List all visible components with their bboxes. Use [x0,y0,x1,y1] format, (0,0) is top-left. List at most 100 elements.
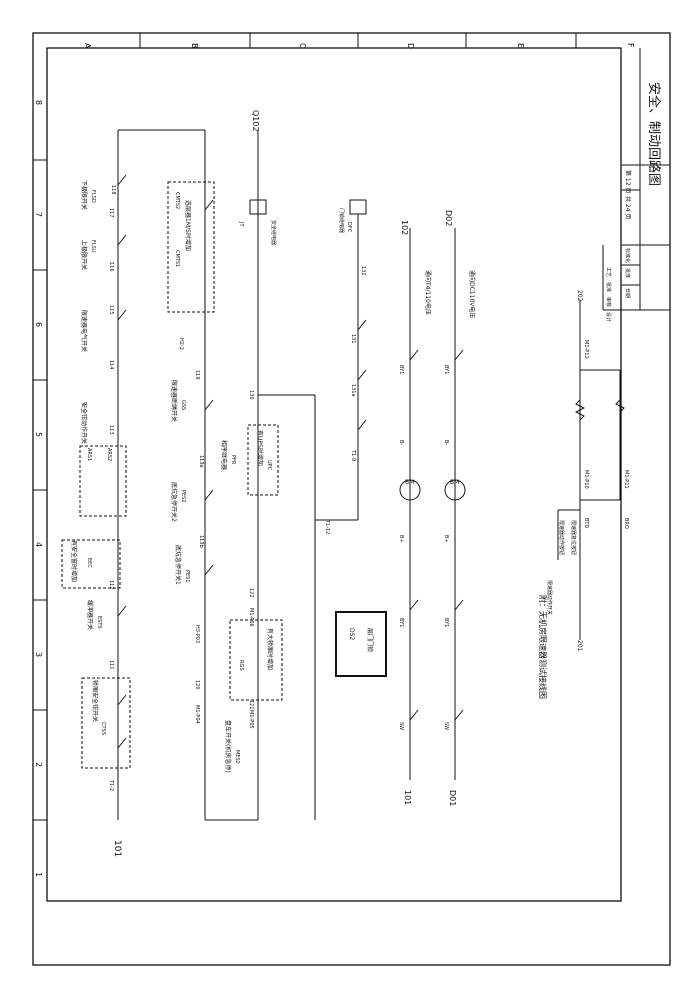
cmts2-code: CMTS2 [174,192,180,209]
middle-bus-switches [204,199,214,576]
connector-m1-p05: M1-P05 [248,710,254,729]
lsu-label: 上极限开关 [80,240,88,270]
brake-by1-top-1: BY1 [398,365,404,374]
dfc-label: 门锁继电器 [338,208,345,233]
pes2-code: PES2 [180,490,186,503]
eec-label: 有安全窗时增加 [70,540,78,582]
brake-motor-1: BM [405,479,414,486]
wire-120: 120 [194,680,200,690]
connector-h3-p03: H3-P03 [194,625,200,643]
wire-118: 118 [110,185,116,195]
zone-8: 8 [34,100,43,105]
wire-130: 130 [248,390,254,400]
ups-code: UPC [266,460,272,471]
tb-standard: 标准化 [624,248,631,263]
terminal-202: 202 [576,290,583,302]
wire-122: 122 [248,588,254,598]
cmts1-code: CMTS1 [174,250,180,267]
jt-code: JT [238,221,244,227]
brake-note-dc: 通向DC110V电压 [468,270,476,318]
eec-box [61,539,121,589]
note-title: 附：无机房限速器测试接线图 [538,595,548,699]
zone-f: F [626,43,635,48]
ars2-code: ARS2 [106,448,112,461]
brake-note-t4: 通向T4/110电压 [424,270,432,315]
lsd-code: FLSD [90,190,96,203]
terminal-101: 101 [112,840,122,857]
terminal-d01: D01 [448,790,457,806]
terminal-102: 102 [400,220,409,235]
brake-by1-bot-2: BY1 [443,618,449,627]
bro-label: 限速器复位按钮 [570,520,577,555]
terminal-101-right: 101 [403,790,412,805]
ests-code: ESTS [96,616,102,629]
wire-119b: 119b [198,535,204,548]
wire-119a: 119a [198,455,204,468]
drawing-title: 安全、制动回路图 [646,82,662,186]
ctss-label: 轿厢安全钳开关 [91,680,99,722]
terminal-d02: D02 [444,210,453,226]
dfc-relay-coil [349,199,367,215]
wire-131: 131 [350,334,356,344]
dfc-code: DFC [346,222,352,233]
wire-121: 121 [248,700,254,710]
ups-label: 有UPS时增加 [256,430,264,466]
rgs-label: 有大轿厢时增加 [266,628,274,670]
zone-1: 1 [34,872,43,877]
tb-review: 审核 [605,297,612,307]
tb-process: 工艺 [605,267,611,277]
wire-111: 111 [108,660,114,670]
mes-label: 盘车开关(机房急停) [224,720,232,773]
left-bus-switches [117,174,127,749]
brake-motor-2: BM [450,479,459,486]
flsd-label: 限速器电气开关 [80,310,88,352]
zone-6: 6 [34,322,43,327]
brake-by1-top-2: BY1 [443,365,449,374]
right-bus [258,394,316,820]
zone-e: E [516,43,525,48]
connector-t1-9: T1-9 [350,449,356,461]
jt-relay-coil [249,199,267,215]
cmts-box [167,181,215,313]
brake-bn-1: B- [398,440,404,445]
tester-circuit [557,300,625,640]
ars1-code: ARS1 [86,448,92,461]
zone-2: 2 [34,762,43,767]
zone-4: 4 [34,542,43,547]
rgs-box [229,619,283,701]
eec-code: EEC [86,558,92,568]
left-zone-labels: 8 7 6 5 4 3 2 1 [33,100,47,877]
pes1-code: PES1 [184,570,190,583]
wire-113: 113 [108,425,114,435]
pfr-code: PFR [230,455,236,465]
zone-3: 3 [34,652,43,657]
sheet-number: 第 12 页 [624,170,632,193]
zone-b: B [190,43,199,49]
lsu-code: FLSU [90,240,96,253]
brake-by1-bot-1: BY1 [398,618,404,627]
ups-box [247,424,279,496]
connector-m1-p04: M1-P04 [194,705,200,724]
jt-label: 安全继电器 [270,220,277,245]
door-lock-code: DS2 [348,628,355,640]
title-block: 安全、制动回路图 第 12 页 共 24 页 标准化 批准 日期 设计 审核 批… [602,48,670,322]
brake-bn-2: B- [443,440,449,445]
gss-code: GSS [180,400,186,410]
wire-115: 115 [108,305,114,315]
outer-frame [32,32,671,966]
zone-5: 5 [34,432,43,437]
brake-wires [399,228,466,780]
pes2-label: 底坑急停开关2 [170,482,178,522]
brake-bp-1: B+ [398,535,404,543]
zone-d: D [406,43,415,49]
tb-design: 设计 [605,312,612,322]
tb-approved: 批准 [605,282,612,292]
ars1-label: 安全钳动作开关 [80,402,88,444]
top-zone-labels: A B C D E F [83,33,635,49]
wire-112: 112 [108,580,114,590]
ars-box [79,445,127,517]
wire-114: 114 [108,360,114,370]
terminal-201: 201 [576,640,583,652]
wire-116: 116 [108,262,114,272]
